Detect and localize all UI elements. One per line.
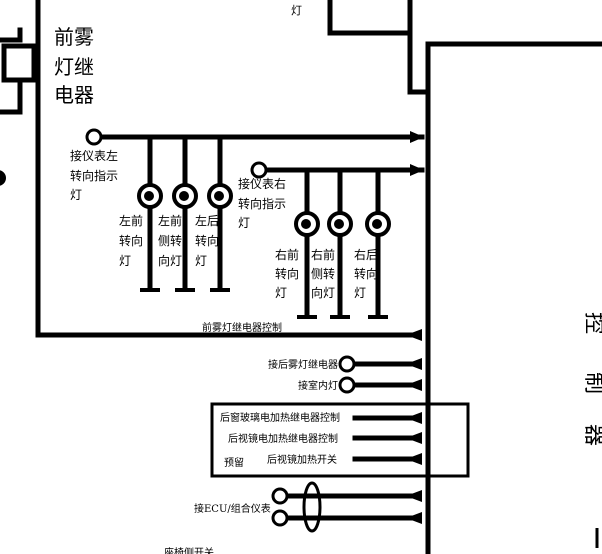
arrow-ecu-1 (406, 490, 422, 502)
controller-text-3: 器 (581, 424, 602, 446)
lamp-right-front-label-3: 灯 (275, 286, 287, 300)
lamp-left-side-label-1: 左前 (158, 213, 182, 228)
lamp-right-rear-label-2: 转向 (354, 266, 378, 281)
controller-text-1: 控 (581, 312, 602, 334)
lamp-right-side-label-2: 侧转 (311, 266, 335, 281)
lamp-right-side-label-1: 右前 (311, 247, 335, 262)
lamp-right-rear-label-1: 右后 (354, 247, 378, 262)
top-fragment-label: 灯 (291, 4, 302, 17)
lamp-left-side-label-2: 侧转 (158, 233, 182, 248)
lamp-left-rear-label-2: 转向 (195, 233, 219, 248)
rear-fog-label: 接后雾灯继电器 (268, 358, 338, 371)
arrow-mirror-heat (406, 432, 422, 444)
lamp-right-front-label-2: 转向 (275, 266, 299, 281)
lamp-left-front-label-1: 左前 (119, 213, 143, 228)
interior-light-label: 接室内灯 (298, 379, 338, 392)
arrow-left-turn (410, 131, 424, 143)
ecu-connector-1 (271, 487, 289, 505)
lamp-left-rear-label-1: 左后 (195, 213, 219, 228)
lamp-left-side-label-3: 向灯 (158, 253, 182, 268)
rear-fog-connector (338, 355, 356, 373)
lamp-left-front-label-2: 转向 (119, 233, 143, 248)
rear-window-heat-label: 后窗玻璃电加热继电器控制 (220, 411, 340, 424)
arrow-interior (406, 379, 422, 391)
arrow-fog-control (406, 329, 422, 341)
left-gauge-label-1: 接仪表左 (70, 148, 118, 163)
left-gauge-connector (85, 128, 103, 146)
arrow-right-turn (410, 164, 424, 176)
interior-light-connector (338, 376, 356, 394)
right-gauge-label-1: 接仪表右 (238, 176, 286, 191)
ecu-cluster-label: 接ECU/组合仪表 (194, 502, 271, 515)
ecu-connector-2 (271, 509, 289, 527)
arrow-rear-window (406, 412, 422, 424)
lamp-left-rear-label-3: 灯 (195, 254, 207, 268)
lamp-right-front-label-1: 右前 (275, 247, 299, 262)
arrow-rear-fog (406, 358, 422, 370)
reserved-group-box (210, 402, 470, 478)
fog-control-label: 前雾灯继电器控制 (202, 321, 282, 334)
left-gauge-label-2: 转向指示 (70, 168, 118, 183)
mirror-switch-label: 后视镜加热开关 (267, 453, 337, 466)
right-gauge-label-2: 转向指示 (238, 196, 286, 211)
ecu-cable-bundle (302, 481, 322, 533)
right-gauge-connector (250, 161, 268, 179)
controller-text-2: 制 (581, 372, 602, 394)
relay-label-2: 灯继 (54, 55, 94, 79)
controller-box (425, 41, 602, 554)
right-gauge-label-3: 灯 (238, 216, 250, 230)
lamp-right-side-label-3: 向灯 (311, 285, 335, 300)
lamp-right-rear-label-3: 灯 (354, 286, 366, 300)
left-edge-connector (0, 170, 6, 186)
fog-relay-symbol (1, 43, 37, 83)
left-gauge-label-3: 灯 (70, 188, 82, 202)
reserved-label: 预留 (224, 456, 244, 469)
relay-label-1: 前雾 (54, 25, 94, 49)
relay-label-3: 电器 (54, 83, 94, 107)
lamp-left-front-label-3: 灯 (119, 254, 131, 268)
mirror-heat-label: 后视镜电加热继电器控制 (228, 432, 338, 445)
bottom-fragment-label: 座椅侧开关 (164, 546, 214, 554)
arrow-ecu-2 (406, 512, 422, 524)
arrow-mirror-switch (406, 453, 422, 465)
